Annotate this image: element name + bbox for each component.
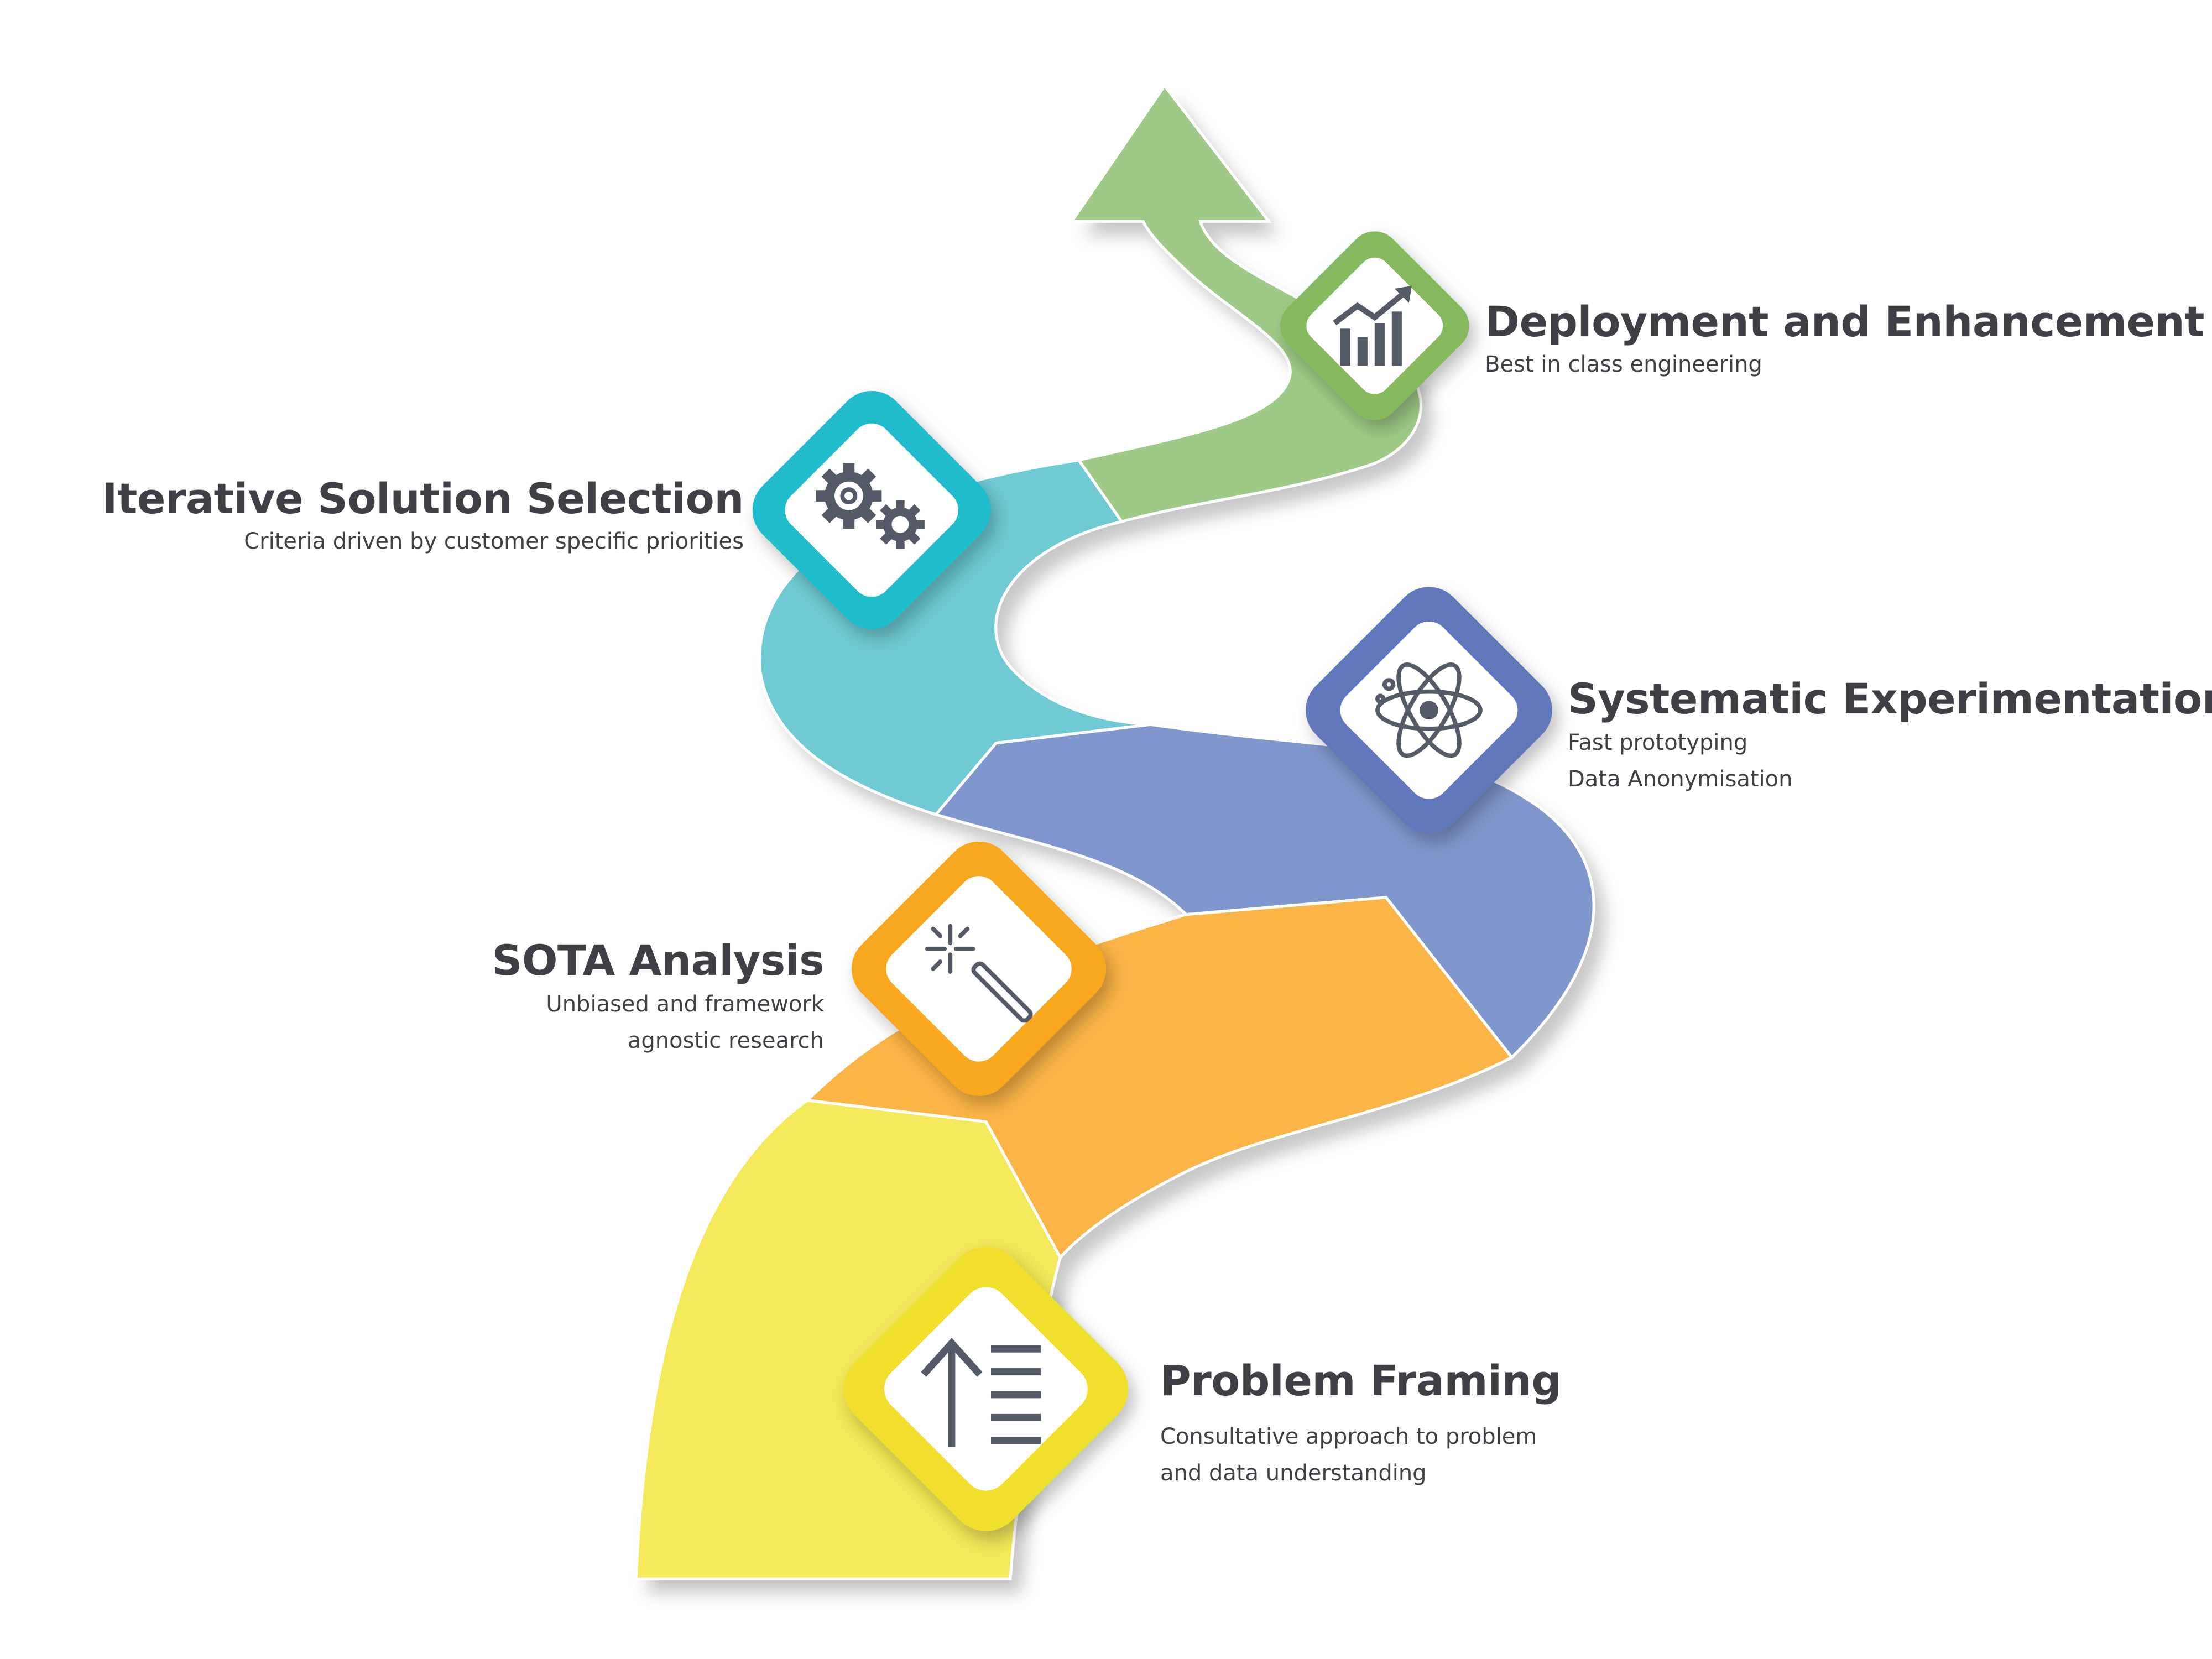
description-line: Data Anonymisation [1568,766,1793,792]
atom-icon [1375,662,1483,758]
description-line: agnostic research [627,1027,824,1053]
diamond-sota-analysis [851,841,1112,1105]
diamond-deployment-and-enhancement [1280,231,1475,429]
step-description: Fast prototyping Data Anonymisation [1568,724,2212,797]
step-title: Iterative Solution Selection [102,474,744,523]
description-line: Consultative approach to problem [1160,1423,1537,1449]
step-description: Criteria driven by customer specific pri… [102,523,744,560]
diamond-problem-framing [843,1246,1134,1540]
step-label-sota-analysis: SOTA Analysis Unbiased and framework agn… [492,936,825,1059]
description-line: Fast prototyping [1568,729,1748,755]
diamond-iterative-solution-selection [752,390,997,638]
list-increase-icon [921,1338,1041,1447]
step-description: Unbiased and framework agnostic research [492,986,824,1059]
description-line: Criteria driven by customer specific pri… [244,528,744,554]
step-label-problem-framing: Problem Framing Consultative approach to… [1160,1356,1562,1491]
step-label-systematic-experimentation: Systematic Experimentation Fast prototyp… [1568,676,2212,797]
step-description: Consultative approach to problem and dat… [1160,1418,1561,1491]
diamond-systematic-experimentation [1306,587,1558,842]
magic-wand-icon [925,924,1033,1023]
description-line: and data understanding [1160,1460,1427,1486]
step-title: Systematic Experimentation [1568,674,2212,723]
description-line: Best in class engineering [1485,351,1762,377]
step-label-deployment-and-enhancement: Deployment and Enhancement Best in class… [1485,297,2205,383]
segment-deployment-arrow [1069,83,1423,524]
step-title: Deployment and Enhancement [1485,297,2205,346]
step-label-iterative-solution-selection: Iterative Solution Selection Criteria dr… [102,476,744,560]
description-line: Unbiased and framework [546,991,824,1017]
step-description: Best in class engineering [1485,346,2204,383]
step-title: Problem Framing [1160,1356,1562,1405]
growth-chart-icon [1333,285,1412,366]
step-title: SOTA Analysis [492,936,825,985]
